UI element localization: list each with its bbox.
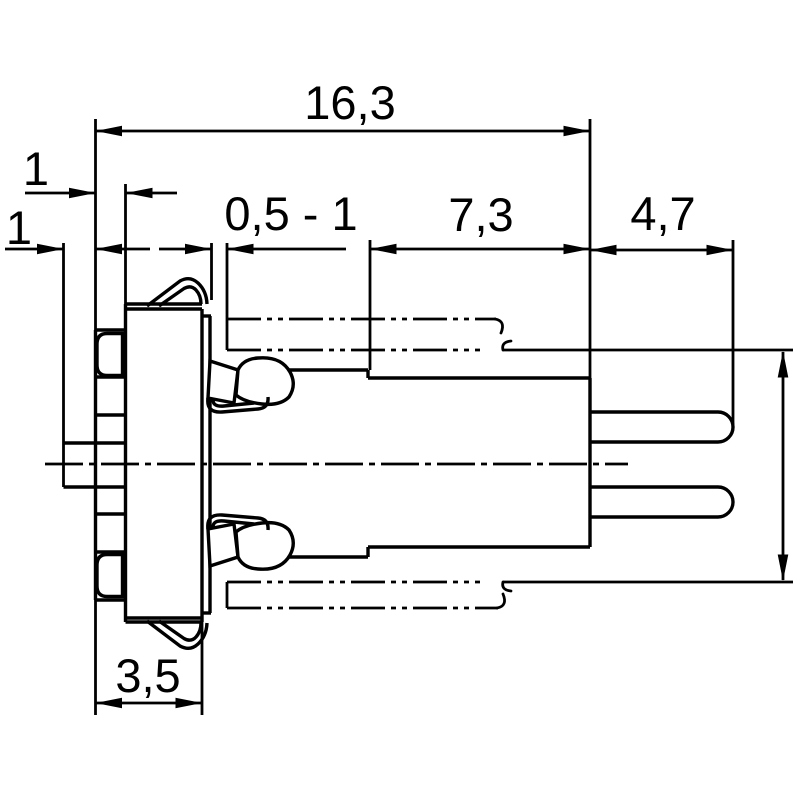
dim-front-depth: 3,5 (95, 649, 202, 709)
dim-panel-thickness: 0,5 - 1 (159, 187, 358, 255)
dim-label-pin-length: 4,7 (630, 187, 695, 240)
extension-lines (62, 119, 735, 715)
spring-hook-bottom (145, 619, 209, 650)
dim-pin-length: 4,7 (590, 187, 733, 256)
dim-label-solder-lug-length: 1 (6, 201, 32, 254)
dim-vertical-diameter (777, 351, 789, 581)
dim-label-panel-thickness: 0,5 - 1 (224, 187, 357, 240)
flange-plate (123, 302, 212, 624)
solder-pin-lower (590, 485, 735, 519)
nut-top-facet (95, 331, 125, 378)
dim-label-front-depth: 3,5 (115, 649, 180, 702)
solder-pin-upper (590, 410, 735, 444)
spring-hook-top (145, 277, 209, 308)
hex-nut (93, 328, 126, 602)
nut-bottom-facet (95, 552, 125, 599)
dim-rear-body-length: 7,3 (370, 188, 590, 255)
dim-label-nut-thickness: 1 (23, 142, 49, 195)
snap-latch-bottom (206, 513, 295, 571)
dim-label-rear-body-length: 7,3 (448, 188, 513, 241)
dim-overall-length: 16,3 (95, 76, 590, 137)
dim-nut-thickness: 1 (23, 142, 177, 199)
dim-solder-lug-length: 1 (5, 201, 150, 255)
snap-latch-top (206, 356, 295, 414)
panel-phantom-lines (225, 317, 793, 610)
dim-label-overall-length: 16,3 (304, 76, 395, 129)
